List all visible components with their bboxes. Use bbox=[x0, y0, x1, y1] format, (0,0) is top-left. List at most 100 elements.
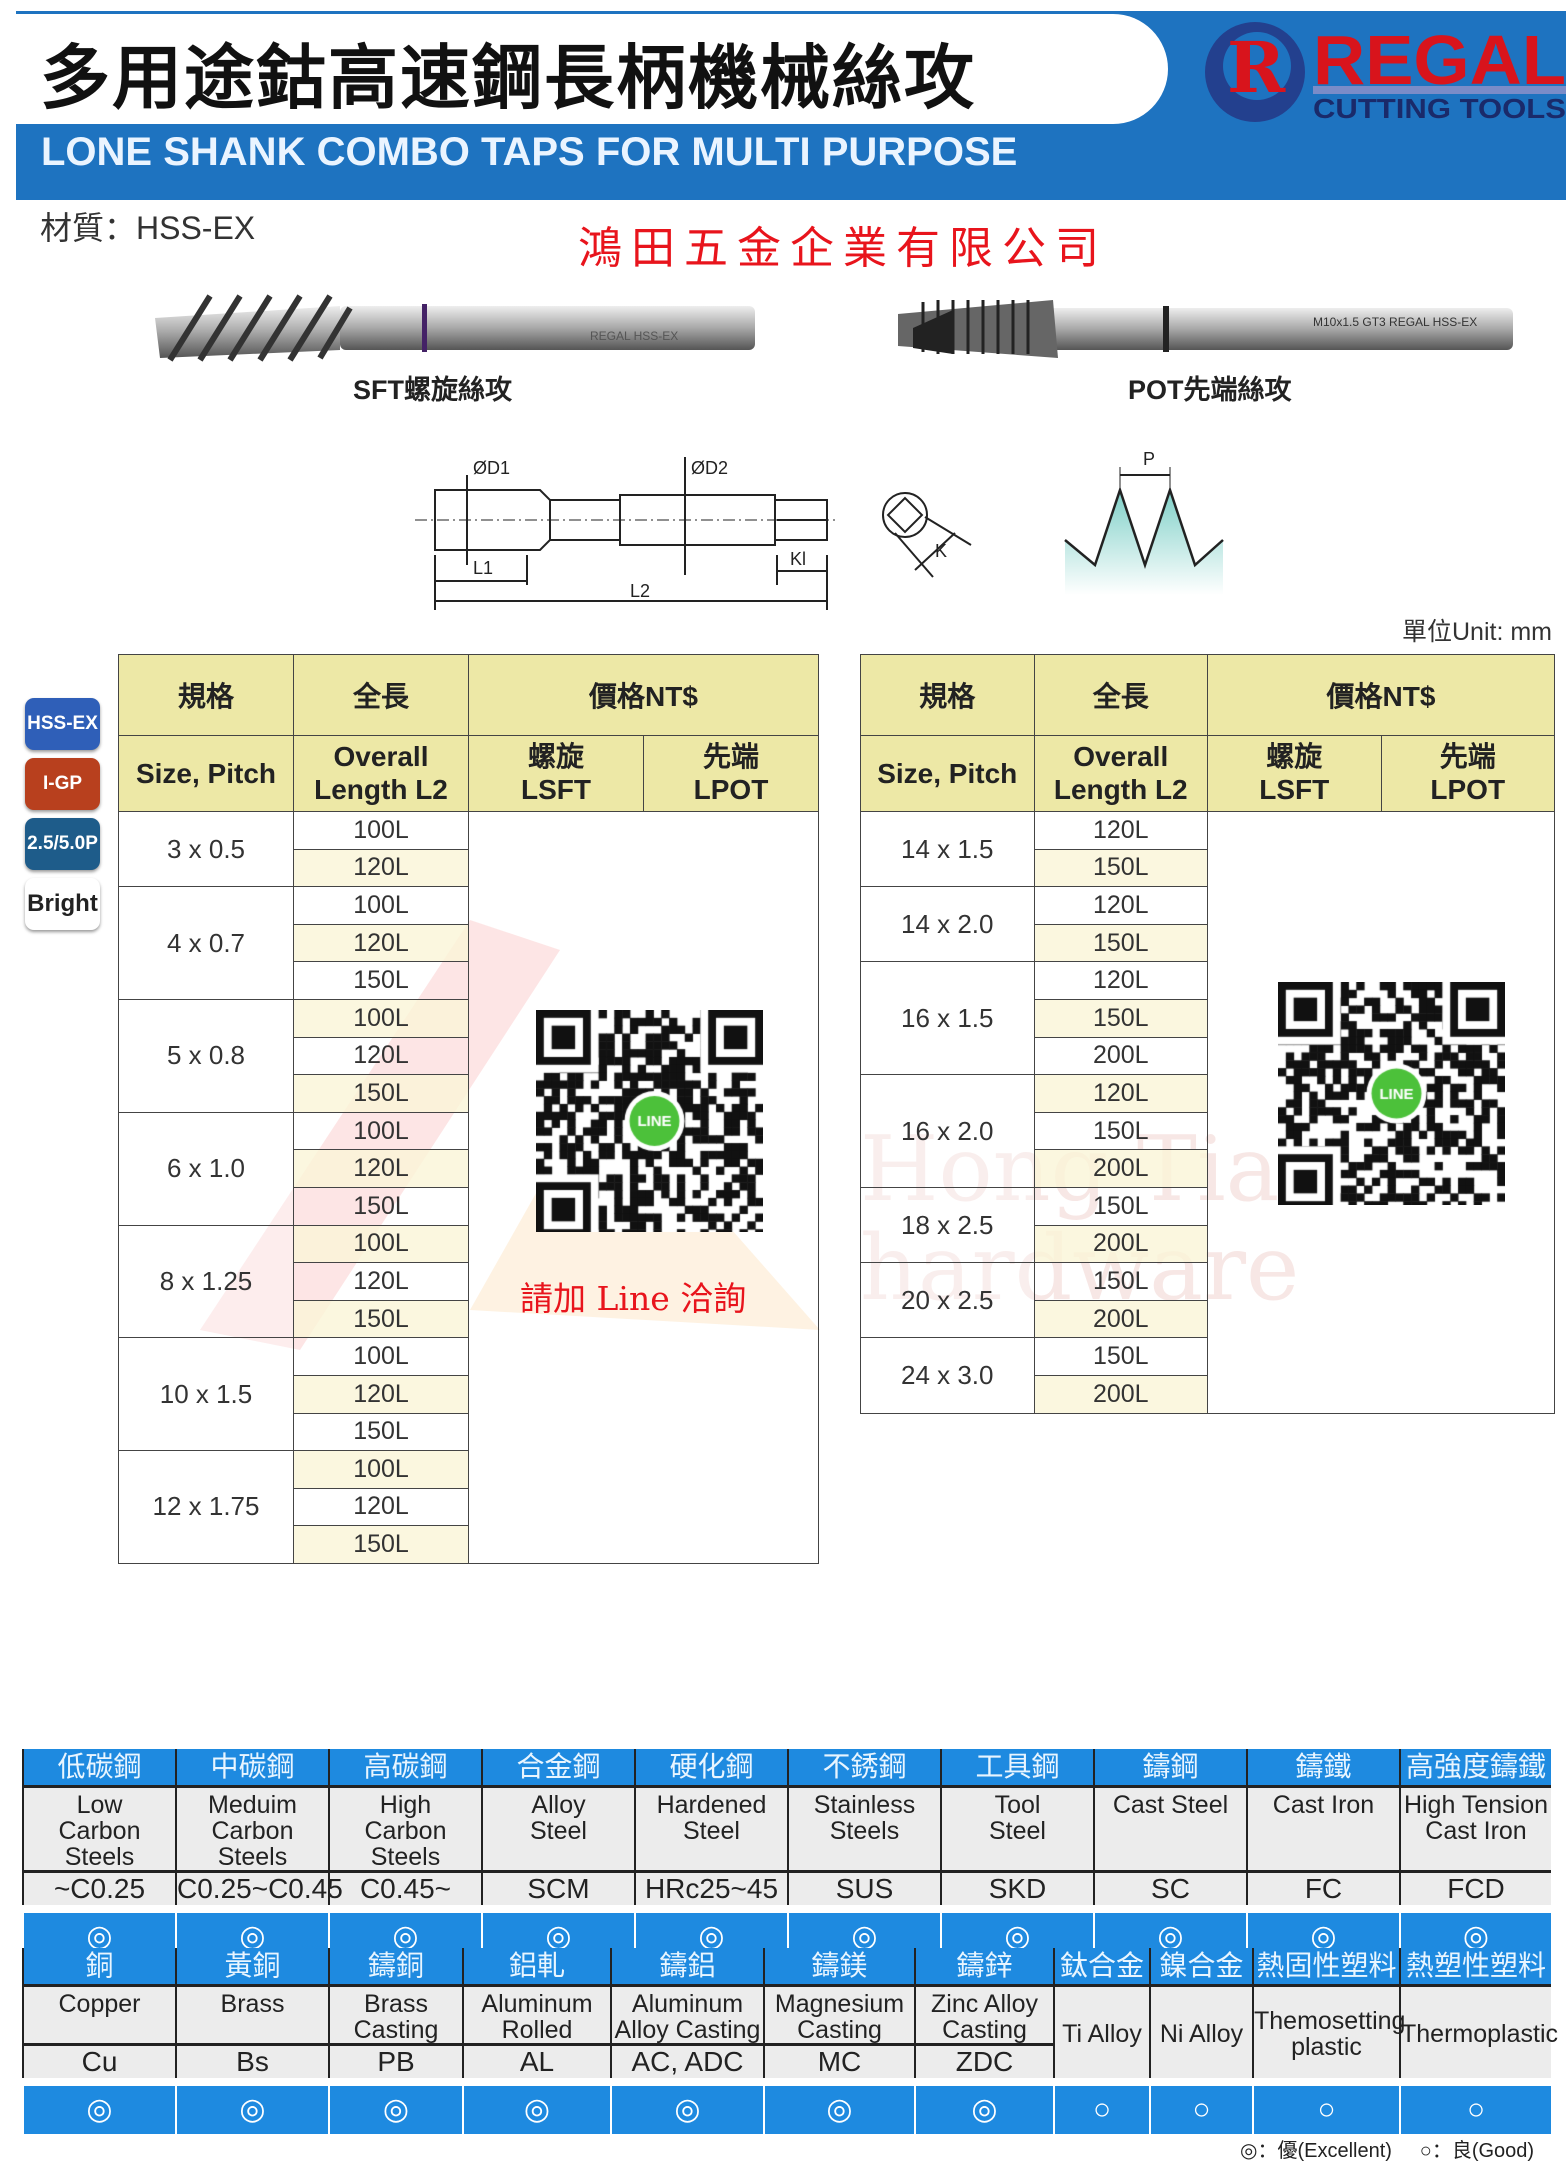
size-pitch-cell: 24 x 3.0 bbox=[860, 1337, 1035, 1414]
material-en: Ti Alloy bbox=[1053, 1985, 1150, 2083]
title-panel bbox=[16, 14, 1168, 124]
material-zh: 鈦合金 bbox=[1053, 1948, 1150, 1987]
material-en-line: Casting bbox=[942, 2015, 1027, 2044]
material-code: SUS bbox=[787, 1871, 941, 1909]
line-qr-code[interactable] bbox=[1278, 982, 1505, 1205]
line-qr-code[interactable] bbox=[536, 1010, 763, 1232]
rating-icon: ◎ bbox=[610, 2077, 764, 2134]
header-text: LPOT bbox=[1430, 773, 1506, 805]
material-en-line: Cast Iron bbox=[1425, 1816, 1527, 1845]
header-text: Length L2 bbox=[1053, 773, 1188, 805]
table-row: 120L bbox=[119, 1487, 819, 1527]
length-cell: 150L bbox=[1033, 1186, 1208, 1226]
rating-icon: ◎ bbox=[175, 2077, 329, 2134]
header-text: 先端 bbox=[702, 741, 759, 773]
table-row: 200L bbox=[861, 1149, 1555, 1188]
size-pitch-cell: 6 x 1.0 bbox=[118, 1111, 294, 1226]
header-price: 價格NT$ bbox=[468, 654, 819, 736]
length-cell: 120L bbox=[1033, 1074, 1208, 1113]
header-row: 規格全長價格NT$ bbox=[860, 654, 1555, 736]
length-cell: 150L bbox=[1033, 923, 1208, 963]
material-en-line: Aluminum bbox=[631, 1989, 744, 2018]
pot-tap-image: M10x1.5 GT3 REGAL HSS-EX bbox=[893, 288, 1523, 373]
material-code: AC, ADC bbox=[610, 2044, 764, 2082]
rating-icon: ◎ bbox=[22, 2077, 176, 2134]
material-code: AL bbox=[462, 2044, 611, 2082]
material-zh: 工具鋼 bbox=[940, 1749, 1094, 1788]
material-code: SC bbox=[1093, 1871, 1247, 1909]
table-row: 120L bbox=[119, 1262, 819, 1301]
length-cell: 120L bbox=[293, 1149, 469, 1188]
header-size-pitch: Size, Pitch bbox=[860, 735, 1035, 812]
material-code: PB bbox=[328, 2044, 463, 2082]
material-en-line: Alloy bbox=[531, 1790, 586, 1819]
material-code: FC bbox=[1246, 1871, 1400, 1909]
size-pitch-cell: 16 x 2.0 bbox=[860, 1074, 1035, 1188]
length-cell: 200L bbox=[1033, 1149, 1208, 1188]
material-code: ~C0.25 bbox=[22, 1871, 176, 1909]
material-en: Ni Alloy bbox=[1149, 1985, 1253, 2083]
svg-text:M10x1.5 GT3 REGAL HSS-EX: M10x1.5 GT3 REGAL HSS-EX bbox=[1313, 315, 1477, 329]
table-row: 150L bbox=[861, 1111, 1555, 1151]
length-cell: 120L bbox=[293, 923, 469, 963]
header-text: Length L2 bbox=[314, 773, 448, 805]
material-code: Bs bbox=[175, 2044, 329, 2082]
header-price: 價格NT$ bbox=[1207, 654, 1555, 736]
size-pitch-cell: 4 x 0.7 bbox=[118, 886, 294, 1000]
rating-icon: ◎ bbox=[22, 1904, 176, 1961]
material-code: C0.45~ bbox=[328, 1871, 482, 1909]
table-row: 120L bbox=[119, 1036, 819, 1076]
material-zh: 不銹鋼 bbox=[787, 1749, 941, 1788]
material-code: SKD bbox=[940, 1871, 1094, 1909]
badge-2: 2.5/5.0P bbox=[25, 818, 100, 870]
material-en: Copper bbox=[22, 1985, 176, 2046]
table-row: 120L bbox=[119, 1149, 819, 1188]
size-pitch-cell: 18 x 2.5 bbox=[860, 1186, 1035, 1264]
legend-excellent: ◎：優(Excellent) bbox=[1240, 2140, 1392, 2162]
badge-3: Bright bbox=[25, 878, 100, 930]
material-en-line: Hardened bbox=[656, 1790, 767, 1819]
header-text: LSFT bbox=[521, 773, 591, 805]
header-spec: 規格 bbox=[118, 654, 294, 736]
header-text: 螺旋 bbox=[527, 741, 584, 773]
material-en-line: Casting bbox=[353, 2015, 439, 2044]
svg-text:P: P bbox=[1143, 449, 1155, 469]
material-en-line: Carbon Steels bbox=[58, 1816, 141, 1871]
length-cell: 150L bbox=[1033, 1111, 1208, 1151]
length-cell: 150L bbox=[293, 961, 469, 1000]
unit-label: 單位Unit: mm bbox=[1402, 618, 1553, 646]
length-cell: 200L bbox=[1033, 1036, 1208, 1076]
size-pitch-cell: 8 x 1.25 bbox=[118, 1224, 294, 1339]
header-text: 螺旋 bbox=[1266, 741, 1323, 773]
material-code: C0.25~C0.45 bbox=[175, 1871, 343, 1909]
material-label: 材質：HSS-EX bbox=[40, 210, 256, 246]
length-cell: 150L bbox=[1033, 848, 1208, 888]
svg-text:ØD2: ØD2 bbox=[691, 458, 728, 478]
material-zh: 鑄鎂 bbox=[763, 1948, 915, 1987]
length-cell: 120L bbox=[1033, 961, 1208, 1000]
material-en: Thermoplastic bbox=[1399, 1985, 1558, 2083]
rating-icon: ◎ bbox=[763, 2077, 915, 2134]
material-en-line: Casting bbox=[797, 2015, 882, 2044]
material-zh: 鑄鋼 bbox=[1093, 1749, 1247, 1788]
material-en-line: Ni Alloy bbox=[1159, 2019, 1244, 2048]
